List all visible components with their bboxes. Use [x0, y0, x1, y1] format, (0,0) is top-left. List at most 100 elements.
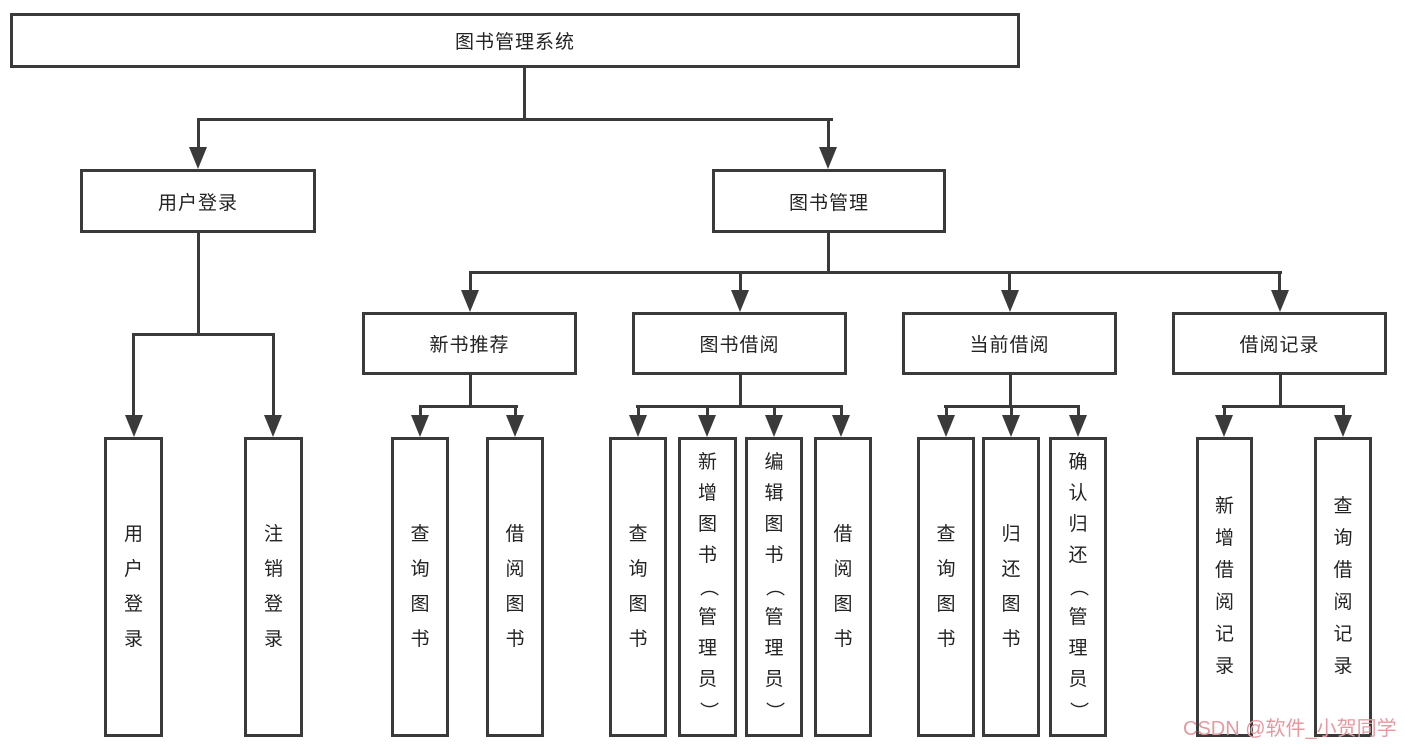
leaf-label-char: 借 — [505, 523, 525, 545]
connector-vline — [1008, 271, 1011, 293]
leaf-label-char: 图 — [764, 514, 784, 535]
connector-vline — [469, 271, 472, 293]
connector-vline — [1279, 373, 1282, 408]
connector-hline — [944, 405, 1080, 408]
connector-vline — [945, 405, 948, 418]
arrowhead-down — [1215, 415, 1233, 437]
leaf-label-char: （ — [1067, 577, 1089, 597]
connector-vline — [773, 405, 776, 418]
connector-vline — [1223, 405, 1226, 418]
connector-vline — [132, 333, 135, 417]
leaf-label-char: 管 — [697, 607, 717, 628]
arrowhead-down — [832, 415, 850, 437]
connector-vline — [272, 333, 275, 417]
leaf-label-char: 新 — [697, 452, 717, 473]
node-library-management-system: 图书管理系统 — [10, 13, 1020, 68]
connector-vline — [739, 271, 742, 293]
leaf-label: 编辑图书（管理员） — [763, 452, 785, 721]
leaf-label: 查询借阅记录 — [1333, 497, 1352, 677]
leaf-label-char: 图 — [410, 593, 430, 615]
node-current-borrowing: 当前借阅 — [902, 312, 1117, 375]
leaf-label-char: 注 — [263, 523, 283, 545]
leaf-label-char: 管 — [764, 607, 784, 628]
connector-vline — [197, 118, 200, 152]
connector-vline — [1010, 405, 1013, 418]
leaf-label-char: 书 — [410, 628, 430, 650]
leaf-query-borrow-record: 查询借阅记录 — [1314, 437, 1372, 737]
leaf-label-char: 归 — [1001, 523, 1021, 545]
leaf-label-char: 书 — [1001, 628, 1021, 650]
node-book-borrowing: 图书借阅 — [632, 312, 847, 375]
connector-hline — [133, 333, 275, 336]
leaf-label-char: 认 — [1068, 483, 1088, 504]
leaf-label: 查询图书 — [410, 523, 430, 650]
connector-hline — [636, 405, 843, 408]
arrowhead-down — [1001, 290, 1019, 312]
leaf-label-char: 记 — [1333, 624, 1353, 645]
arrowhead-down — [1334, 415, 1352, 437]
leaf-label: 归还图书 — [1001, 523, 1021, 650]
leaf-edit-books-admin: 编辑图书（管理员） — [745, 437, 803, 737]
leaf-label-char: 查 — [410, 523, 430, 545]
node-new-book-recommendation: 新书推荐 — [362, 312, 577, 375]
leaf-label-char: 户 — [123, 558, 143, 580]
leaf-label-char: ） — [697, 701, 719, 721]
leaf-label: 新增图书（管理员） — [697, 452, 719, 721]
leaf-query-books: 查询图书 — [609, 437, 667, 737]
connector-vline — [419, 405, 422, 418]
leaf-label-char: 借 — [833, 523, 853, 545]
leaf-label-char: 阅 — [505, 558, 525, 580]
leaf-label-char: 阅 — [833, 558, 853, 580]
connector-hline — [419, 405, 518, 408]
leaf-label-char: 理 — [764, 638, 784, 659]
leaf-label-char: 编 — [764, 452, 784, 473]
connector-vline — [1077, 405, 1080, 418]
arrowhead-down — [1069, 415, 1087, 437]
leaf-label: 借阅图书 — [833, 523, 853, 650]
leaf-label-char: 书 — [628, 628, 648, 650]
leaf-label-char: 员 — [764, 669, 784, 690]
leaf-label-char: 员 — [697, 669, 717, 690]
connector-vline — [514, 405, 517, 418]
leaf-label: 注销登录 — [263, 523, 283, 650]
leaf-label-char: 录 — [263, 628, 283, 650]
leaf-label: 查询图书 — [628, 524, 648, 650]
leaf-label: 新增借阅记录 — [1215, 497, 1234, 677]
leaf-query-books: 查询图书 — [917, 437, 975, 737]
leaf-label: 查询图书 — [936, 524, 956, 650]
leaf-return-books: 归还图书 — [982, 437, 1040, 737]
arrowhead-down — [264, 415, 282, 437]
connector-vline — [1278, 271, 1281, 293]
leaf-label-char: 新 — [1214, 496, 1234, 517]
arrowhead-down — [506, 415, 524, 437]
leaf-label-char: 书 — [764, 545, 784, 566]
leaf-label-char: 录 — [1214, 656, 1234, 677]
arrowhead-down — [731, 290, 749, 312]
leaf-label-char: 增 — [697, 483, 717, 504]
leaf-label-char: 阅 — [1333, 592, 1353, 613]
leaf-label-char: 借 — [1214, 560, 1234, 581]
leaf-label-char: 阅 — [1214, 592, 1234, 613]
leaf-label-char: 用 — [123, 523, 143, 545]
arrowhead-down — [1271, 290, 1289, 312]
connector-vline — [840, 405, 843, 418]
leaf-label-char: 登 — [123, 593, 143, 615]
leaf-label-char: 确 — [1068, 452, 1088, 473]
arrowhead-down — [819, 147, 837, 169]
leaf-label-char: 记 — [1214, 624, 1234, 645]
leaf-label-char: 图 — [505, 593, 525, 615]
leaf-label-char: 询 — [936, 558, 956, 580]
connector-vline — [523, 66, 526, 120]
leaf-label-char: 归 — [1068, 514, 1088, 535]
leaf-label-char: 理 — [1068, 638, 1088, 659]
leaf-label-char: （ — [763, 577, 785, 597]
connector-hline — [197, 118, 833, 121]
leaf-label-char: 辑 — [764, 483, 784, 504]
leaf-label-char: 增 — [1214, 528, 1234, 549]
connector-vline — [1009, 373, 1012, 408]
leaf-query-books: 查询图书 — [391, 437, 449, 737]
leaf-label: 确认归还（管理员） — [1067, 452, 1089, 721]
leaf-logout: 注销登录 — [244, 437, 303, 737]
leaf-label-char: 书 — [936, 628, 956, 650]
leaf-borrow-books: 借阅图书 — [814, 437, 872, 737]
